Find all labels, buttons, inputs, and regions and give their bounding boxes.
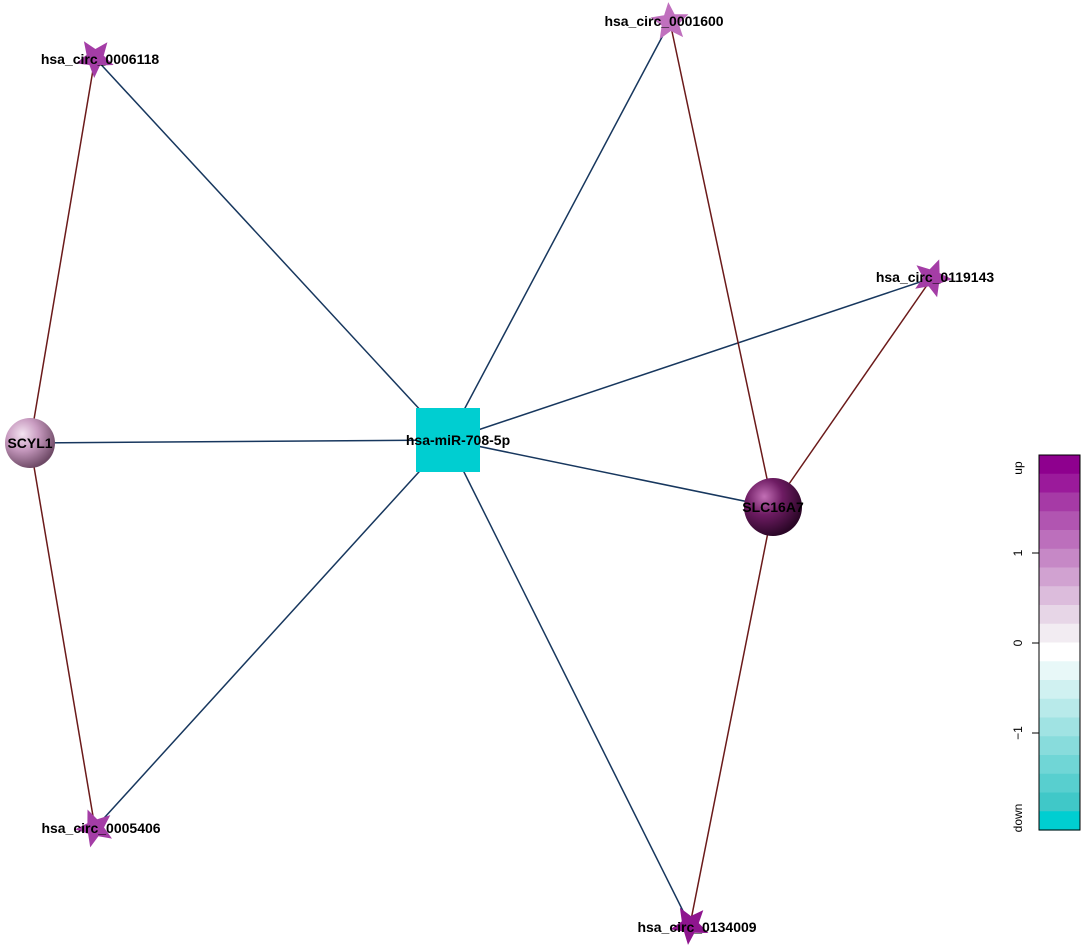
nodes-layer [5,2,952,945]
edge-scyl1-c0005406 [29,442,96,829]
legend-swatch [1039,811,1080,831]
legend-swatch [1039,473,1080,494]
legend-swatch [1039,567,1080,587]
legend-tick: 1 [1011,549,1025,556]
label-mir708: hsa-miR-708-5p [406,432,510,448]
legend-tick: −1 [1011,726,1025,740]
label-c0119143: hsa_circ_0119143 [876,269,995,285]
edge-mir708-c0005406 [94,439,449,829]
legend-swatch [1039,530,1080,550]
label-c0006118: hsa_circ_0006118 [41,51,160,67]
edge-mir708-scyl1 [29,439,449,444]
legend-swatch [1039,492,1080,512]
edge-mir708-slc16a7 [447,439,774,508]
legend-swatch [1039,755,1080,775]
legend-swatch [1039,698,1080,719]
legend-swatch [1039,455,1080,475]
legend-swatch [1039,605,1080,625]
node-c0006118[interactable] [75,41,114,78]
legend-swatch [1039,736,1080,756]
edges-layer [29,21,933,926]
legend-swatch [1039,680,1080,700]
legend-tick: 0 [1011,639,1025,646]
edge-slc16a7-c0134009 [689,506,774,926]
label-slc16a7: SLC16A7 [742,499,804,515]
color-legend: up 1 0 −1 down [1011,454,1081,833]
edge-slc16a7-c0119143 [772,277,933,508]
edge-mir708-c0119143 [447,277,933,441]
edge-mir708-c0006118 [94,57,449,441]
legend-swatch [1039,511,1080,531]
legend-swatch [1039,623,1080,644]
legend-swatch [1039,586,1080,606]
legend-swatch [1039,548,1080,569]
node-scyl1[interactable] [5,418,55,468]
label-c0001600: hsa_circ_0001600 [604,13,723,29]
edge-slc16a7-c0001600 [669,21,774,508]
label-scyl1: SCYL1 [7,435,52,451]
legend-swatch [1039,661,1080,681]
node-mir708[interactable] [416,408,480,472]
edge-mir708-c0134009 [447,439,691,926]
node-c0134009[interactable] [670,907,709,945]
edge-scyl1-c0006118 [29,57,96,444]
legend-swatch [1039,642,1080,662]
label-c0134009: hsa_circ_0134009 [637,919,756,935]
label-c0005406: hsa_circ_0005406 [41,820,160,836]
node-c0005406[interactable] [75,809,112,848]
edge-mir708-c0001600 [447,21,671,441]
legend-label-up: up [1011,461,1025,475]
node-c0001600[interactable] [650,2,689,40]
node-c0119143[interactable] [915,259,952,298]
legend-swatch [1039,792,1080,812]
legend-swatch [1039,717,1080,737]
legend-swatch [1039,773,1080,794]
node-slc16a7[interactable] [744,478,802,536]
legend-label-down: down [1011,804,1025,833]
